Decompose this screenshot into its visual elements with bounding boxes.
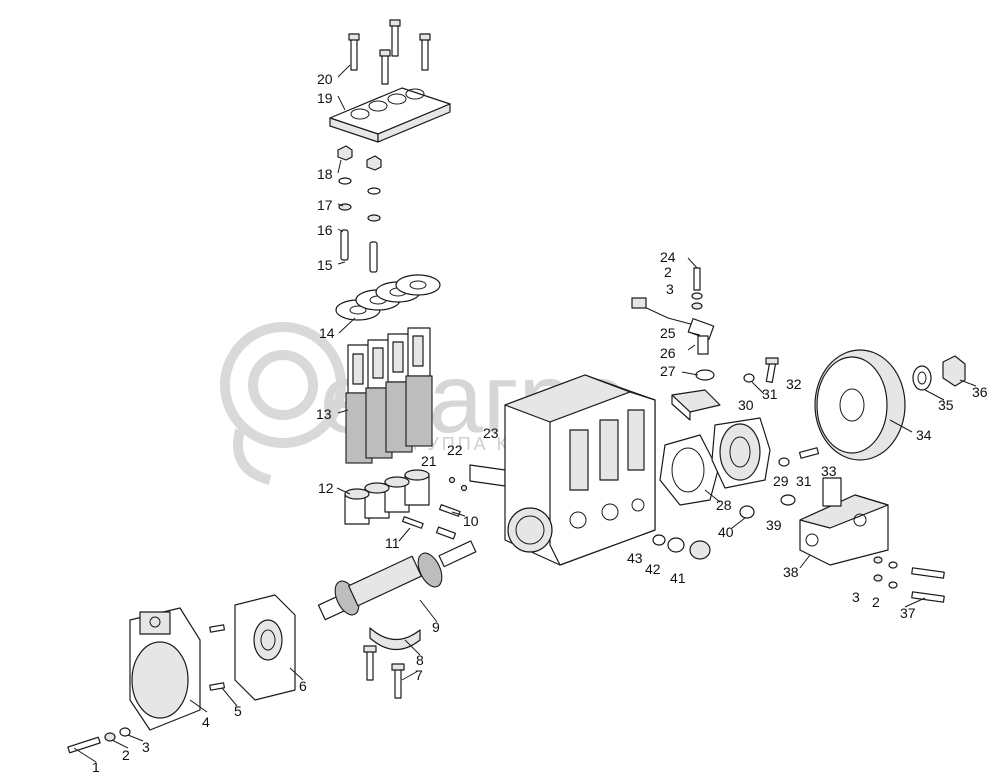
drive-coupling [814,349,906,461]
callout: 12 [318,480,334,496]
callout: 40 [718,524,734,540]
callout: 24 [660,249,676,265]
callout: 13 [316,406,332,422]
tappets [344,469,430,525]
callout: 32 [786,376,802,392]
callout: 14 [319,325,335,341]
callout: 35 [938,397,954,413]
callout: 22 [447,442,463,458]
callout: 19 [317,90,333,106]
callout: 2 [664,264,672,280]
leader-lines [73,64,977,763]
callout: 10 [463,513,479,529]
nuts-washers-studs [337,145,382,273]
governor-housing [129,607,201,731]
callout: 41 [670,570,686,586]
callout: 3 [142,739,150,755]
washer-and-nut [912,355,966,391]
callout: 3 [666,281,674,297]
callout: 42 [645,561,661,577]
callout: 2 [122,747,130,763]
plunger-pairs [345,327,433,464]
callout: 34 [916,427,932,443]
right-fasteners [873,556,945,603]
callout: 16 [317,222,333,238]
callout: 31 [762,386,778,402]
front-cover [234,594,296,701]
speed-sensor [631,267,715,355]
gasket-set [335,274,441,321]
seals [652,494,796,560]
name-plate [469,464,506,487]
dowel-pins [209,624,226,691]
callout: 23 [483,425,499,441]
callout: 38 [783,564,799,580]
callout: 9 [432,619,440,635]
bottom-left-fasteners [67,727,131,754]
top-bolts [348,19,431,85]
callout: 21 [421,453,437,469]
callout: 8 [416,652,424,668]
callout: 27 [660,363,676,379]
callout: 1 [92,759,100,775]
camshaft [317,540,477,621]
callout: 37 [900,605,916,621]
callout: 25 [660,325,676,341]
sensor-bracket [671,369,721,421]
callout: 6 [299,678,307,694]
cover-plate [329,87,451,143]
callout: 7 [415,667,423,683]
valve-block [799,477,889,566]
callout: 31 [796,473,812,489]
callout-numbers: 1 2 3 4 5 6 7 8 9 10 11 12 13 14 15 16 1… [92,71,988,775]
bearing-and-bolts [363,627,421,699]
callout: 20 [317,71,333,87]
flange-gasket [659,434,719,506]
pump-housing [504,374,656,566]
callout: 39 [766,517,782,533]
callout: 43 [627,550,643,566]
callout: 5 [234,703,242,719]
callout: 29 [773,473,789,489]
callout: 18 [317,166,333,182]
flange-fasteners [743,357,820,467]
callout: 26 [660,345,676,361]
callout: 30 [738,397,754,413]
callout: 4 [202,714,210,730]
callout: 15 [317,257,333,273]
callout: 11 [385,535,400,551]
callout: 2 [872,594,880,610]
callout: 28 [716,497,732,513]
callout: 3 [852,589,860,605]
callout: 33 [821,463,837,479]
bearing-flange [711,417,771,489]
callout: 36 [972,384,988,400]
callout: 17 [317,197,333,213]
